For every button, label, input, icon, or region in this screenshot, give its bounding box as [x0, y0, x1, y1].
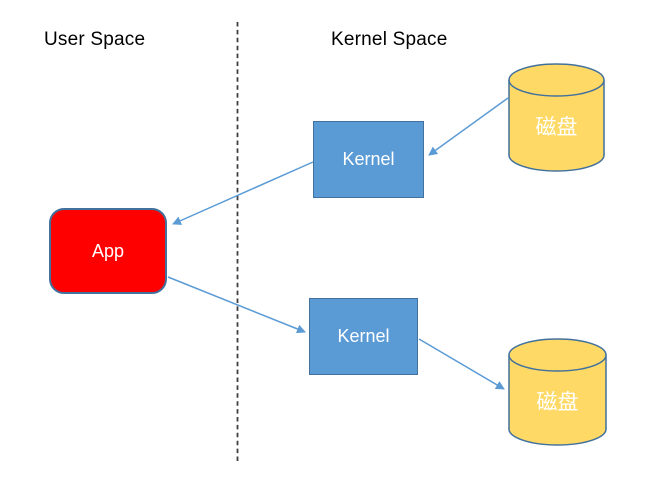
kernel-bottom-node: Kernel — [309, 298, 418, 375]
user-space-label: User Space — [44, 29, 146, 50]
kernel-space-label: Kernel Space — [331, 29, 448, 50]
disk-top-cylinder: 磁盘 — [508, 63, 605, 172]
arrow-app-to-kernel-bottom — [167, 276, 306, 334]
kernel-top-node-label: Kernel — [342, 149, 395, 169]
kernel-bottom-node-label: Kernel — [337, 326, 390, 346]
arrow-kernel-top-to-app — [172, 161, 314, 225]
disk-bottom-cylinder: 磁盘 — [508, 338, 607, 446]
kernel-top-node: Kernel — [313, 121, 424, 198]
disk-bottom-cylinder-shape — [508, 338, 607, 446]
disk-bottom-label: 磁盘 — [536, 390, 579, 414]
disk-top-label: 磁盘 — [535, 115, 578, 139]
arrow-kernel-bottom-to-disk-bottom — [418, 338, 505, 390]
app-node-label: App — [91, 240, 125, 261]
disk-top-cylinder-shape — [508, 63, 605, 172]
arrow-disk-top-to-kernel-top — [428, 97, 509, 156]
app-node: App — [49, 208, 167, 294]
